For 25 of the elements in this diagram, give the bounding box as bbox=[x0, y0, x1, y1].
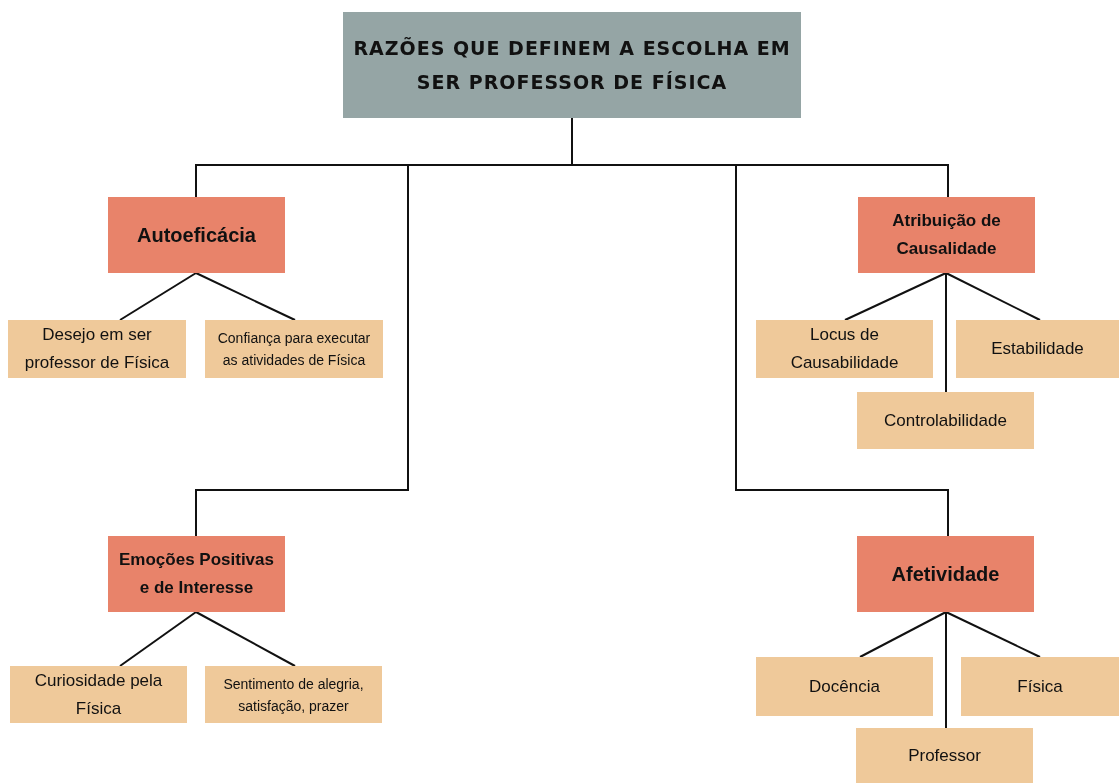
connector-line bbox=[945, 611, 1041, 658]
category-box: Atribuição de Causalidade bbox=[858, 197, 1035, 273]
connector-line bbox=[195, 272, 296, 321]
item-box: Curiosidade pela Física bbox=[10, 666, 187, 723]
title-box: RAZÕES QUE DEFINEM A ESCOLHA EM SER PROFESSOR DE FÍSICA bbox=[343, 12, 801, 118]
connector-line bbox=[195, 611, 296, 667]
connector-line bbox=[859, 611, 947, 658]
category-box: Emoções Positivas e de Interesse bbox=[108, 536, 285, 612]
item-box: Estabilidade bbox=[956, 320, 1119, 378]
connector-line bbox=[945, 611, 947, 729]
item-box: Docência bbox=[756, 657, 933, 716]
connector-line bbox=[119, 611, 197, 667]
connector-line bbox=[844, 272, 947, 321]
connector-line bbox=[945, 272, 947, 393]
item-box: Locus de Causabilidade bbox=[756, 320, 933, 378]
category-box: Autoeficácia bbox=[108, 197, 285, 273]
connector-line bbox=[119, 272, 197, 321]
category-box: Afetividade bbox=[857, 536, 1034, 612]
connector-line bbox=[945, 272, 1041, 321]
item-box: Física bbox=[961, 657, 1119, 716]
item-box: Desejo em ser professor de Física bbox=[8, 320, 186, 378]
item-box: Controlabilidade bbox=[857, 392, 1034, 449]
item-box: Sentimento de alegria, satisfação, prazer bbox=[205, 666, 382, 723]
item-box: Confiança para executar as atividades de Física bbox=[205, 320, 383, 378]
item-box: Professor bbox=[856, 728, 1033, 783]
